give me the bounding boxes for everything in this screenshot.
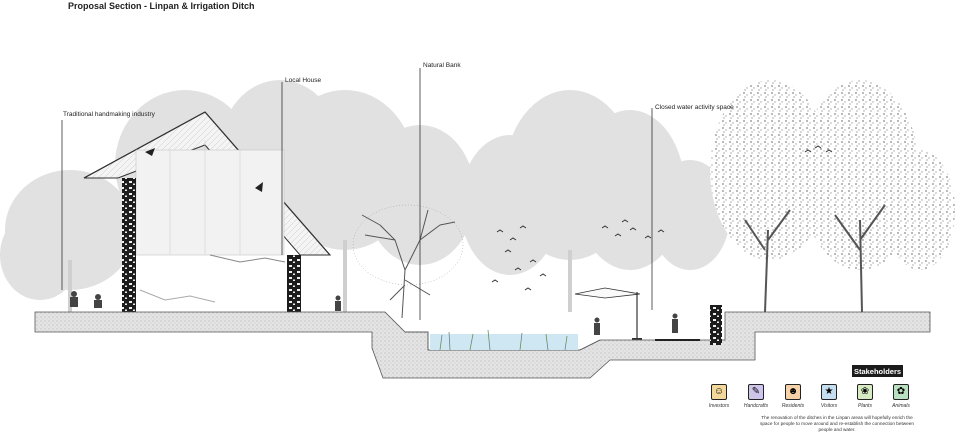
stakeholder-label: Visitors: [820, 403, 838, 409]
handcraft-icon: ✎: [748, 384, 764, 400]
stakeholder-label: Plants: [858, 403, 872, 409]
birds: [491, 145, 833, 291]
investor-icon: ☺: [711, 384, 727, 400]
stakeholder-investors: ☺ Investors: [701, 384, 737, 409]
stakeholder-label: Investors: [708, 403, 730, 409]
stakeholders-header: Stakeholders: [852, 365, 903, 377]
people: [70, 291, 678, 335]
callout-industry: Traditional handmaking industry: [63, 111, 155, 118]
stakeholder-label: Animals: [892, 403, 910, 409]
callout-house: Local House: [285, 77, 322, 84]
ground-section: [34, 305, 931, 379]
residents-icon: ☻: [785, 384, 801, 400]
stakeholder-label: Residents: [781, 403, 805, 409]
stakeholder-residents: ☻ Residents: [775, 384, 811, 409]
house: [83, 111, 332, 323]
caption-note: The renovation of the ditches in the Lin…: [759, 415, 914, 432]
animal-icon: ✿: [893, 384, 909, 400]
callout-bank: Natural Bank: [423, 62, 461, 69]
stakeholder-handcrafts: ✎ Handcrafts: [738, 384, 774, 409]
visitor-icon: ★: [821, 384, 837, 400]
right-foreground-trees: [710, 80, 955, 313]
stakeholder-animals: ✿ Animals: [883, 384, 919, 409]
drawing-title: Proposal Section - Linpan & Irrigation D…: [68, 1, 255, 11]
stakeholder-plants: ❀ Plants: [847, 384, 883, 409]
stakeholder-label: Handcrafts: [743, 403, 769, 409]
plant-icon: ❀: [857, 384, 873, 400]
left-brick-pillar: [122, 178, 136, 323]
stepping-pillar: [710, 305, 722, 345]
ditch-water: [430, 334, 578, 350]
stakeholder-visitors: ★ Visitors: [811, 384, 847, 409]
right-brick-pillar: [287, 255, 301, 323]
callout-water: Closed water activity space: [655, 104, 734, 111]
bank-tree-canopy: [352, 204, 464, 286]
